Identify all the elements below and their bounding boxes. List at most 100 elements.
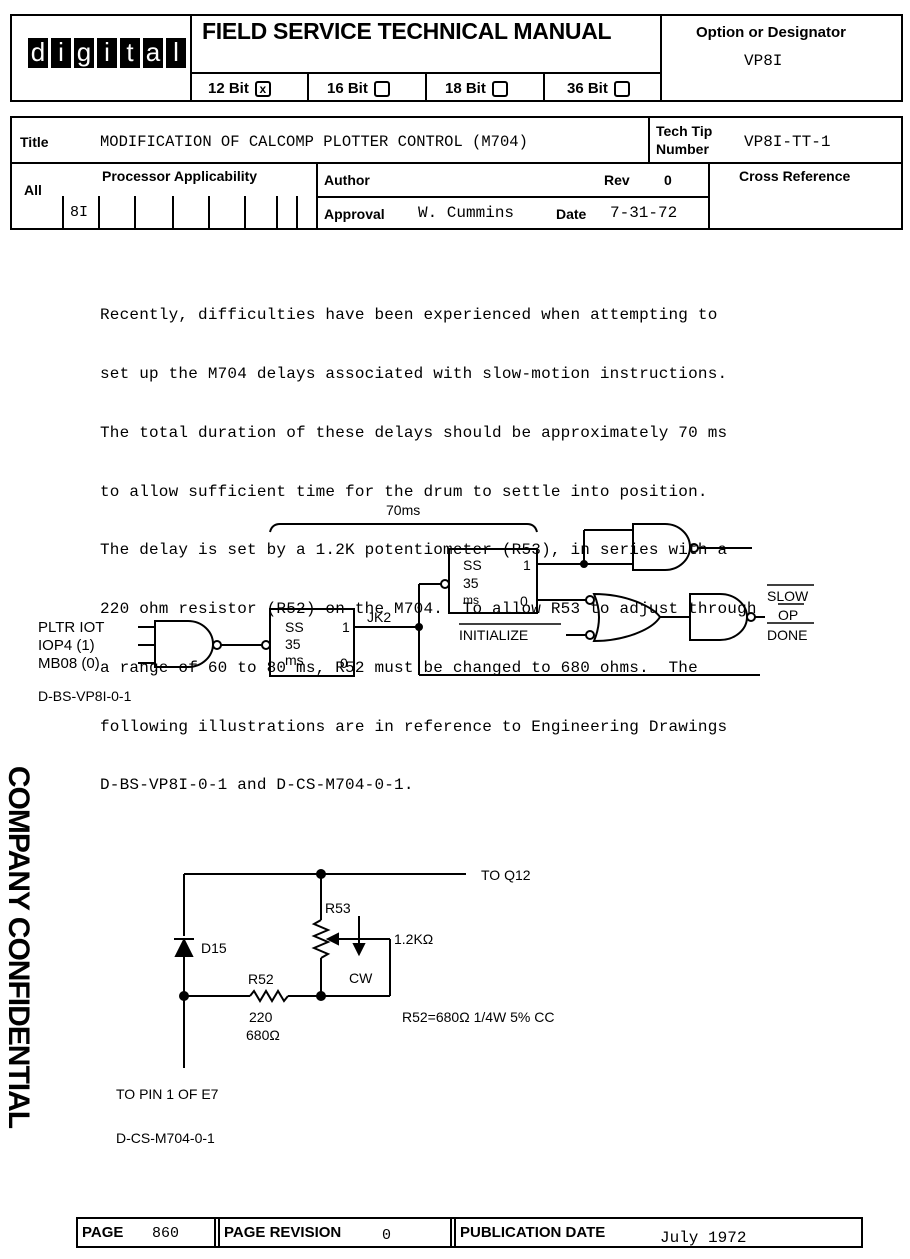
- cross-reference-label: Cross Reference: [739, 168, 851, 184]
- tech-tip-cell: Tech Tip Number VP8I-TT-1: [648, 118, 901, 162]
- author-cell: Author Rev 0 Approval W. Cummins Date 7-…: [316, 164, 710, 228]
- tech-tip-value: VP8I-TT-1: [744, 133, 831, 151]
- date-label: Date: [556, 206, 587, 222]
- duration-label: 70ms: [386, 502, 420, 518]
- body-line: 220 ohm resistor (R52) on the M704. To a…: [100, 600, 757, 619]
- ss1-out1: 1: [342, 619, 350, 635]
- logo-letter: l: [166, 38, 186, 68]
- input-label-mb08: MB08 (0): [38, 655, 100, 672]
- logo-letter: i: [51, 38, 71, 68]
- processor-grid: 8I: [62, 196, 316, 228]
- bit-checkbox-16[interactable]: [373, 81, 390, 98]
- body-text: Recently, difficulties have been experie…: [100, 267, 757, 816]
- ss1-unit: ms: [285, 652, 304, 668]
- footer-block: PAGE 860 PAGE REVISION 0 PUBLICATION DAT…: [76, 1217, 863, 1248]
- ss1-label: SS: [285, 619, 304, 635]
- r53-value: 1.2KΩ: [394, 931, 433, 947]
- page-label: PAGE: [82, 1224, 124, 1241]
- inverter-bubble: [212, 640, 222, 650]
- initialize-label: INITIALIZE: [459, 627, 528, 643]
- r52-label: R52: [248, 971, 274, 987]
- diode-d15: [174, 937, 194, 957]
- to-q12-label: TO Q12: [481, 867, 531, 883]
- ss-block-1: [269, 608, 355, 677]
- r52-spec: R52=680Ω 1/4W 5% CC: [402, 1009, 554, 1025]
- ss1-delay: 35: [285, 636, 301, 652]
- bit-checkbox-12[interactable]: x: [254, 81, 271, 98]
- rev-label: Rev: [604, 172, 630, 188]
- option-label: Option or Designator: [696, 24, 846, 41]
- r52-new-value: 680Ω: [246, 1027, 280, 1043]
- bit-option-18: 18 Bit: [427, 74, 545, 102]
- body-line: The delay is set by a 1.2K potentiometer…: [100, 541, 728, 560]
- jk2-label: JK2: [367, 609, 391, 625]
- logo-letter: i: [97, 38, 117, 68]
- inverter-bubble: [585, 595, 595, 605]
- confidential-stamp: COMPANY CONFIDENTIAL: [2, 765, 35, 1129]
- ss2-out0: 0: [520, 593, 528, 609]
- logic-drawing-id: D-BS-VP8I-0-1: [38, 688, 132, 704]
- r53-label: R53: [325, 900, 351, 916]
- logo-letter: a: [143, 38, 163, 68]
- body-line: D-BS-VP8I-0-1 and D-CS-M704-0-1.: [100, 776, 414, 795]
- circuit-drawing-id: D-CS-M704-0-1: [116, 1130, 215, 1146]
- rev-value: 0: [664, 172, 672, 188]
- inverter-bubble: [689, 543, 699, 553]
- duration-bracket: [269, 523, 538, 533]
- footer-page-cell: PAGE 860: [78, 1219, 214, 1246]
- footer-revision-cell: PAGE REVISION 0: [220, 1219, 450, 1246]
- page-value: 860: [152, 1225, 180, 1242]
- bit-checkbox-18[interactable]: [491, 81, 508, 98]
- body-line: The total duration of these delays shoul…: [100, 423, 728, 442]
- output-and-gate: [689, 593, 748, 641]
- output-slow: SLOW: [767, 588, 809, 604]
- date-value: 7-31-72: [610, 204, 678, 222]
- r52-old-value: 220: [249, 1009, 273, 1025]
- logo-letter: t: [120, 38, 140, 68]
- ss2-out1: 1: [523, 557, 531, 573]
- body-line: Recently, difficulties have been experie…: [100, 306, 718, 325]
- potentiometer-r53: [311, 919, 331, 959]
- ss2-unit: ms: [463, 593, 479, 607]
- title-label: Title: [20, 134, 49, 150]
- logo-letter: g: [74, 38, 94, 68]
- ss-block-2: [448, 548, 538, 614]
- title-row: Title MODIFICATION OF CALCOMP PLOTTER CO…: [12, 118, 901, 164]
- title-value: MODIFICATION OF CALCOMP PLOTTER CONTROL …: [100, 133, 528, 151]
- tech-tip-label: Tech Tip Number: [656, 123, 713, 157]
- bit-checkbox-36[interactable]: [613, 81, 630, 98]
- logo-letter: d: [28, 38, 48, 68]
- cw-label: CW: [349, 970, 373, 986]
- all-label: All: [24, 182, 42, 198]
- inverter-bubble: [261, 640, 271, 650]
- footer-pubdate-cell: PUBLICATION DATE July 1972: [456, 1219, 861, 1247]
- inverter-bubble: [585, 630, 595, 640]
- processor-label: Processor Applicability: [102, 168, 258, 184]
- to-pin-label: TO PIN 1 OF E7: [116, 1086, 219, 1102]
- revision-value: 0: [382, 1227, 392, 1244]
- inverter-bubble: [746, 612, 756, 622]
- pubdate-label: PUBLICATION DATE: [460, 1224, 606, 1241]
- circuit-diagram: TO Q12 R53 1.2KΩ CW D15 R52 220 680Ω R52…: [116, 867, 554, 1146]
- option-cell: Option or Designator VP8I: [660, 16, 901, 100]
- output-op: OP: [778, 607, 798, 623]
- option-value: VP8I: [744, 52, 783, 70]
- author-label: Author: [324, 172, 370, 188]
- or-gate: [592, 592, 662, 643]
- upper-nand-gate: [632, 523, 691, 571]
- revision-label: PAGE REVISION: [224, 1224, 342, 1241]
- body-line: a range of 60 to 80 ms, R52 must be chan…: [100, 658, 698, 677]
- approval-value: W. Cummins: [418, 204, 515, 222]
- bit-option-36: 36 Bit: [545, 74, 660, 102]
- body-line: following illustrations are in reference…: [100, 717, 728, 736]
- ss2-delay: 35: [463, 575, 479, 591]
- manual-title: FIELD SERVICE TECHNICAL MANUAL: [202, 18, 612, 44]
- output-done: DONE: [767, 627, 807, 643]
- body-line: set up the M704 delays associated with s…: [100, 364, 728, 383]
- body-line: to allow sufficient time for the drum to…: [100, 482, 708, 501]
